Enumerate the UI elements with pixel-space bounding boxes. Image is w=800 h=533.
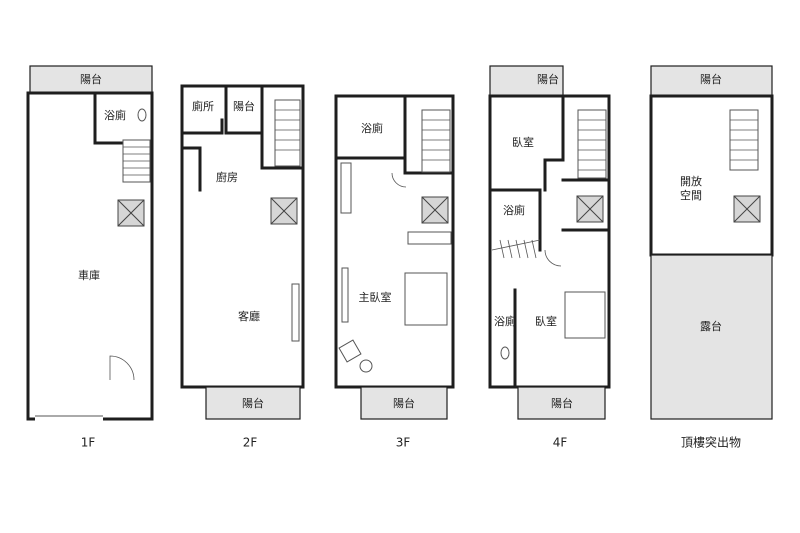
room-label: 客廳 [238,309,260,323]
toilet-icon [137,108,147,122]
stairs-diagonal-4f [491,239,541,259]
floor-2f: 廁所 陽台 廚房 客廳 陽台 2F [180,84,305,450]
floor-1f: 陽台 浴廁 車庫 1F [26,65,154,450]
room-label: 陽台 [700,72,722,86]
room-label: 陽台 [537,72,559,86]
stairs-2f [274,99,301,167]
door-1f [109,355,135,381]
room-label: 陽台 [80,72,102,86]
bath-wall-3f [334,94,407,160]
room-label: 露台 [700,319,722,333]
walls-2f [180,84,305,389]
wardrobe [407,231,452,245]
stairs-4f [577,109,607,179]
floor-label: 4F [553,436,568,450]
bath-wall-1f [93,91,124,145]
room-label-multiline: 開放空間 [680,174,702,202]
room-label: 浴廁 [494,314,516,328]
stair-wall-2f [260,84,302,170]
room-label: 陽台 [551,396,573,410]
elevator-rooftop [733,195,761,223]
room-label: 浴廁 [104,108,126,122]
terrace [650,254,773,420]
desk [341,267,349,323]
floor-3f: 浴廁 主臥室 陽台 3F [334,94,455,450]
elevator-3f [421,196,449,224]
room-label: 主臥室 [359,290,392,304]
room-label: 車庫 [78,268,100,282]
floor-label: 頂樓突出物 [681,435,741,450]
room-label: 臥室 [512,135,534,149]
door-3f [391,172,407,188]
bed [404,272,448,326]
stairs-3f [421,109,451,173]
balcony-4f-top [489,65,564,97]
walls-1f [26,91,154,421]
stairs-1f [122,139,151,183]
floor-rooftop: 陽台 開放空間 露台 頂樓突出物 [649,65,774,450]
elevator-2f [270,197,298,225]
balcony-rooftop-top [650,65,773,97]
door-4f [544,249,562,267]
room-label: 廁所 [192,99,214,113]
balcony-2f-front [205,386,301,420]
elevator-1f [117,199,145,227]
room-label: 陽台 [242,396,264,410]
floor-label: 1F [81,436,96,450]
bath-wall-4f [488,188,542,252]
room-label: 陽台 [393,396,415,410]
room-label: 臥室 [535,314,557,328]
room-label: 浴廁 [503,203,525,217]
balcony-3f-front [360,386,448,420]
toilet-wall-2f [180,118,224,135]
floor-4f: 臥室 陽台 浴廁 浴廁 臥室 陽台 4F [488,65,611,450]
room-label: 廚房 [216,170,238,184]
chair [338,339,362,363]
balcony-1f-top [29,65,153,94]
closet [340,162,352,214]
stairs-rooftop [729,109,759,171]
balcony-wall-2f [224,84,264,135]
kitchen-wall-2f [180,146,202,192]
room-label: 浴廁 [361,121,383,135]
floor-label: 3F [396,436,411,450]
bedroom-wall-4f [543,94,565,192]
room-label: 陽台 [233,99,255,113]
tv-cabinet [291,283,300,342]
stool [359,359,373,373]
bed [564,291,606,339]
balcony-4f-front [517,386,606,420]
stair-wall-3f [403,156,455,175]
elevator-4f [576,195,604,223]
floor-label: 2F [243,436,258,450]
toilet-icon [500,346,510,360]
